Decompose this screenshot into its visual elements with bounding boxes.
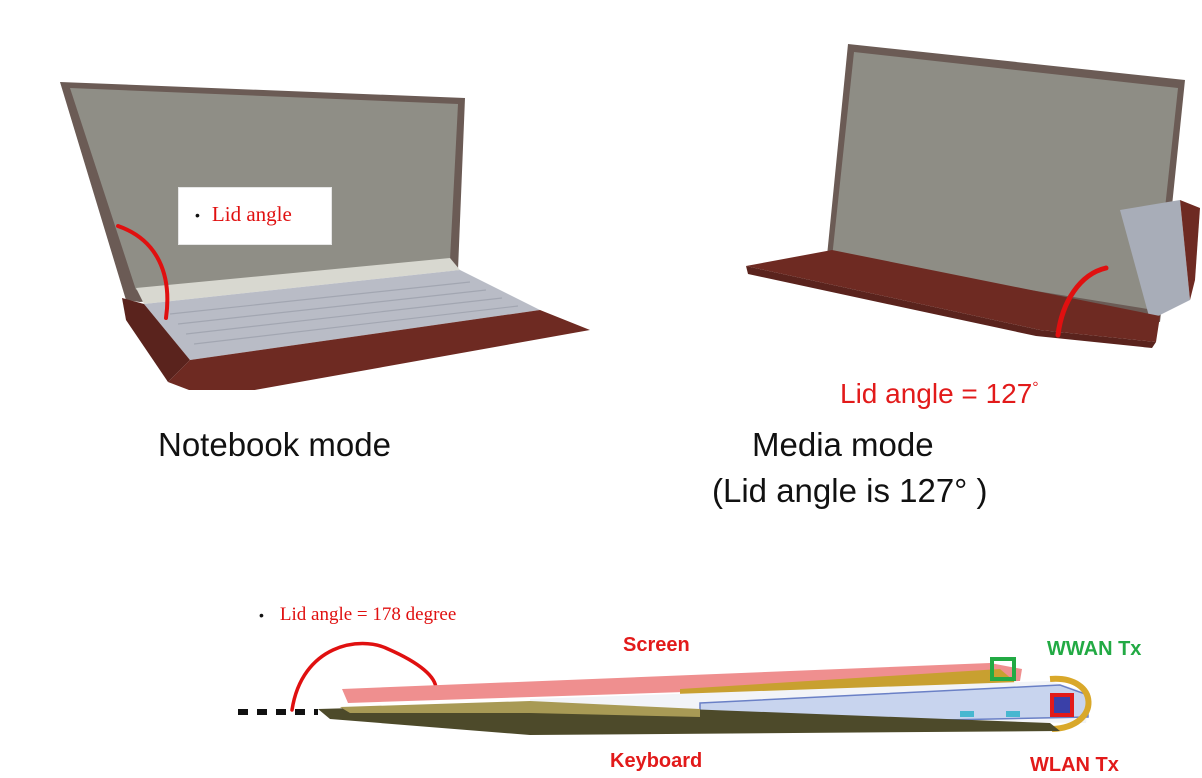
media-mode-caption: Media mode [752,426,934,463]
media-mode-illustration [746,44,1200,348]
notebook-lid-angle-label: Lid angle [211,202,292,226]
notebook-mode-illustration [60,82,590,390]
flat-lid-angle-box: • Lid angle = 178 degree [245,596,495,636]
flat-hinge-loop [1049,675,1092,732]
flat-keyboard-top [340,701,700,717]
media-lid-angle-arc [1055,265,1109,338]
flat-lid-angle-arc [290,641,438,712]
media-cover-front [746,266,1156,348]
wlan-tx-label: WLAN Tx [1030,754,1119,776]
screen-label: Screen [623,634,690,656]
bullet-icon: • [259,607,264,623]
flat-screen-panel [342,663,1022,703]
media-cover-base [746,250,1160,342]
notebook-keyboard-keys [169,281,519,345]
notebook-lid-angle-box: • Lid angle [178,187,332,245]
notebook-mode-caption: Notebook mode [158,426,391,463]
flat-mode-diagram [238,641,1092,735]
notebook-keyboard-deck [144,270,540,360]
notebook-hinge [136,258,460,304]
component-1 [960,711,974,717]
media-keyboard-side [1180,200,1200,300]
bullet-icon: • [195,206,200,223]
media-screen [832,52,1178,310]
wlan-antenna-marker [1050,693,1074,717]
component-2 [1006,711,1020,717]
degree-symbol: ° [1032,379,1039,397]
media-mode-caption-angle: (Lid angle is 127° ) [712,472,988,509]
wwan-antenna-marker [990,657,1016,681]
notebook-cover-edge [122,298,190,382]
media-keyboard-back [1120,200,1190,320]
notebook-cover-base [168,310,590,390]
media-lid-angle-annotation: Lid angle = 127° [840,378,1039,409]
notebook-lid-angle-arc [116,224,170,320]
flat-lid-angle-label: Lid angle = 178 degree [279,604,457,625]
wwan-tx-label: WWAN Tx [1047,638,1142,660]
keyboard-label: Keyboard [610,750,703,772]
